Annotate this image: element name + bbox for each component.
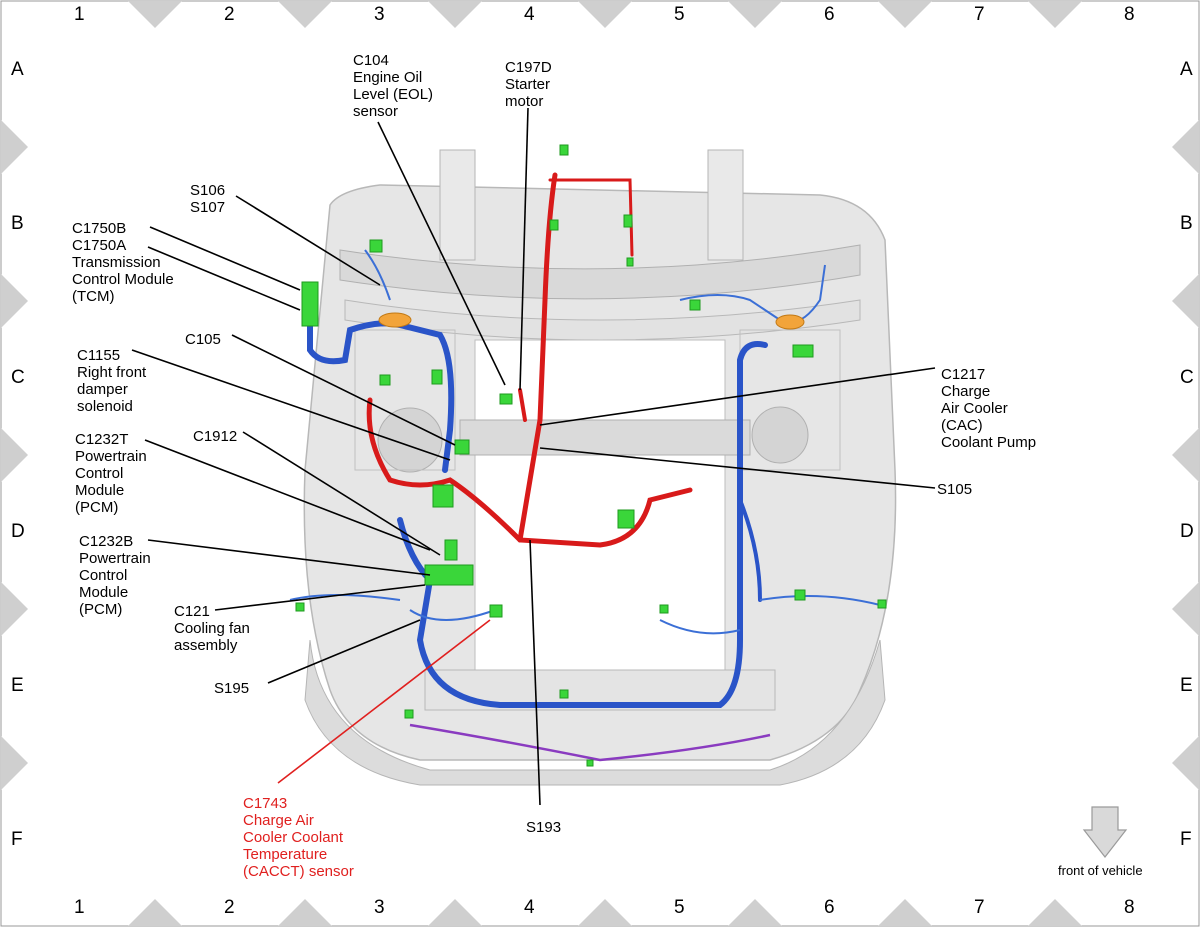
connectors: [295, 144, 887, 767]
grid-marker-top: [128, 1, 182, 28]
label-s193: S193: [526, 819, 562, 836]
label-c1743: C1743 Charge Air Cooler Coolant Temperat…: [243, 795, 354, 880]
grid-col-bottom-2: 2: [224, 897, 235, 918]
grid-marker-top: [728, 1, 782, 28]
grid-marker-left: [1, 736, 28, 790]
grid-col-top-6: 6: [824, 4, 835, 25]
label-s106-s107: S106 S107: [190, 182, 226, 216]
grid-row-right-c: C: [1180, 367, 1194, 388]
grid-marker-bottom: [728, 899, 782, 926]
orange-brackets: [378, 312, 805, 330]
label-c1232t: C1232T Powertrain Control Module (PCM): [75, 431, 147, 516]
grid-col-bottom-4: 4: [524, 897, 535, 918]
grid-col-bottom-6: 6: [824, 897, 835, 918]
grid-marker-left: [1, 274, 28, 328]
grid-marker-right: [1172, 736, 1199, 790]
harness-red: [366, 172, 693, 548]
leader-line-c1743: [277, 619, 491, 784]
grid-marker-top: [578, 1, 632, 28]
grid-marker-right: [1172, 274, 1199, 328]
label-c104: C104 Engine Oil Level (EOL) sensor: [353, 52, 434, 120]
grid-marker-top: [1028, 1, 1082, 28]
grid-marker-right: [1172, 120, 1199, 174]
grid-row-right-a: A: [1180, 59, 1193, 80]
grid-col-top-5: 5: [674, 4, 685, 25]
grid-col-bottom-7: 7: [974, 897, 985, 918]
grid-col-bottom-8: 8: [1124, 897, 1135, 918]
front-arrow-icon: [1082, 806, 1128, 858]
grid-row-right-d: D: [1180, 521, 1194, 542]
label-s195: S195: [214, 680, 250, 697]
label-c1912: C1912: [193, 428, 238, 445]
label-c197d: C197D Starter motor: [505, 59, 552, 110]
grid-row-left-f: F: [11, 829, 23, 850]
grid-col-top-3: 3: [374, 4, 385, 25]
grid-row-right-f: F: [1180, 829, 1192, 850]
grid-row-left-c: C: [11, 367, 25, 388]
grid-marker-bottom: [278, 899, 332, 926]
grid-marker-right: [1172, 582, 1199, 636]
front-of-vehicle-label: front of vehicle: [1058, 863, 1143, 878]
grid-row-right-b: B: [1180, 213, 1193, 234]
grid-col-top-2: 2: [224, 4, 235, 25]
grid-col-top-7: 7: [974, 4, 985, 25]
grid-marker-bottom: [878, 899, 932, 926]
grid-col-bottom-5: 5: [674, 897, 685, 918]
grid-marker-top: [878, 1, 932, 28]
grid-col-bottom-3: 3: [374, 897, 385, 918]
grid-marker-bottom: [428, 899, 482, 926]
grid-col-bottom-1: 1: [74, 897, 85, 918]
grid-marker-right: [1172, 428, 1199, 482]
grid-marker-left: [1, 582, 28, 636]
label-c121: C121 Cooling fan assembly: [174, 603, 250, 654]
grid-col-top-1: 1: [74, 4, 85, 25]
vehicle-front-structure: [303, 149, 897, 786]
label-c1217: C1217 Charge Air Cooler (CAC) Coolant Pu…: [941, 366, 1037, 451]
grid-row-left-b: B: [11, 213, 24, 234]
grid-marker-left: [1, 120, 28, 174]
grid-row-right-e: E: [1180, 675, 1193, 696]
grid-col-top-4: 4: [524, 4, 535, 25]
grid-row-left-a: A: [11, 59, 24, 80]
harness-purple: [409, 723, 771, 762]
grid-col-top-8: 8: [1124, 4, 1135, 25]
grid-marker-bottom: [128, 899, 182, 926]
grid-row-left-d: D: [11, 521, 25, 542]
grid-marker-bottom: [578, 899, 632, 926]
leader-lines: [131, 107, 936, 806]
label-c1155: C1155 Right front damper solenoid: [77, 347, 147, 415]
grid-marker-top: [278, 1, 332, 28]
label-c1232b: C1232B Powertrain Control Module (PCM): [79, 533, 151, 618]
grid-marker-bottom: [1028, 899, 1082, 926]
label-s105: S105: [937, 481, 973, 498]
label-c105: C105: [185, 331, 221, 348]
grid-row-left-e: E: [11, 675, 24, 696]
grid-marker-top: [428, 1, 482, 28]
grid-marker-left: [1, 428, 28, 482]
label-c1750-tcm: C1750B C1750A Transmission Control Modul…: [72, 220, 174, 305]
